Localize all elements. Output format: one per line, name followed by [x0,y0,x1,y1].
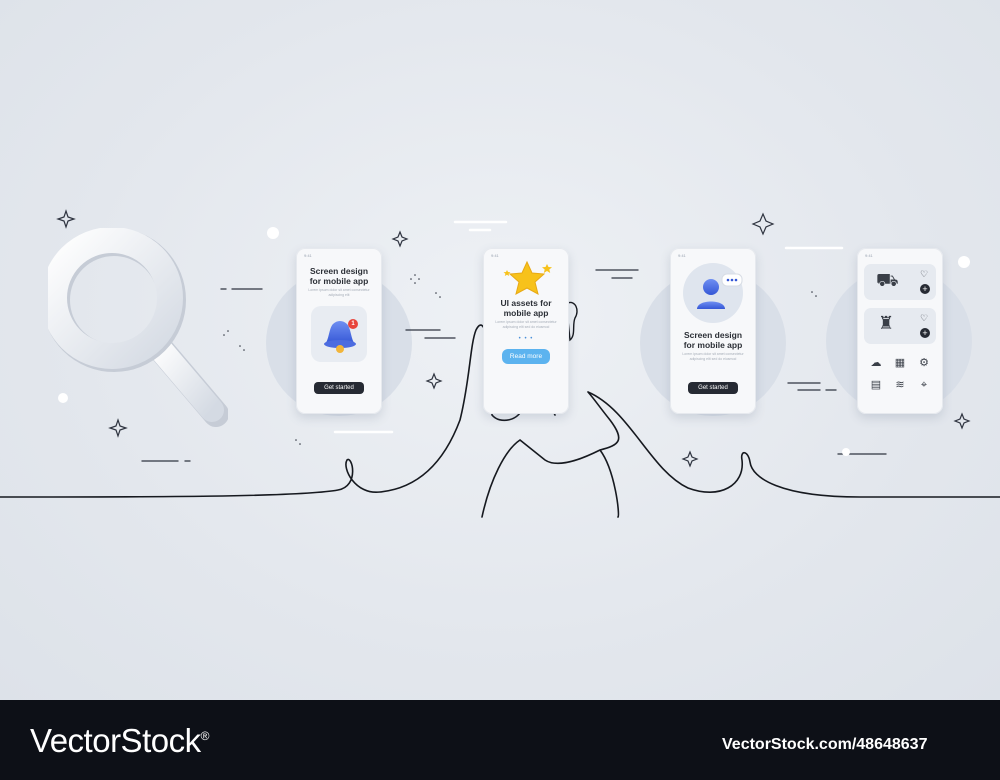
list-card[interactable]: ⛟ ♡ + [864,264,936,300]
status-time: 9:41 [678,253,686,258]
bell-card: 1 [311,306,367,362]
screen-title: Screen design for mobile app [676,330,750,350]
title-line: mobile app [503,308,549,318]
notification-badge: 1 [348,319,358,329]
phone-screen-4: 9:41 ⛟ ♡ + ♜ ♡ + ☁ ▦ ⚙ ▤ ≋ ⌖ [857,248,943,414]
list-card[interactable]: ♜ ♡ + [864,308,936,344]
avatar [683,263,743,323]
user-icon [697,279,725,309]
body-text: Lorem ipsum dolor sit amet consectetur a… [682,352,744,361]
location-pin-icon[interactable]: ⌖ [920,379,928,391]
page-indicator: • • • [518,336,534,342]
phone-screen-1: 9:41 Screen design for mobile app Lorem … [296,248,382,414]
registered-mark: ® [200,729,210,743]
get-started-button[interactable]: Get started [314,382,364,394]
brand-name: VectorStock [30,722,201,759]
phone-screen-2: 9:41 UI assets for mobile app Lorem ipsu… [483,248,569,414]
read-more-button[interactable]: Read more [502,349,550,364]
get-started-button[interactable]: Get started [688,382,738,394]
status-bar: 9:41 [865,253,935,258]
heart-icon[interactable]: ♡ [920,269,929,279]
title-line: Screen design [683,330,743,340]
status-bar: 9:41 [678,253,748,258]
magnifier-icon [48,228,228,427]
star-icon [503,260,552,295]
map-icon: ⛟ [876,270,899,290]
lighthouse-icon: ♜ [878,313,895,333]
title-line: for mobile app [309,276,369,286]
phone-screen-3: 9:41 Screen design for mobile app Lorem … [670,248,756,414]
body-text: Lorem ipsum dolor sit amet consectetur a… [495,320,557,329]
title-line: for mobile app [683,340,743,350]
heart-icon[interactable]: ♡ [920,313,929,323]
brand-logo: VectorStock® [30,722,209,760]
weather-icon[interactable]: ☁ [870,357,882,369]
building-icon[interactable]: ▦ [894,357,906,369]
gear-icon[interactable]: ⚙ [919,357,929,369]
footer-bar [0,700,1000,780]
body-text: Lorem ipsum dolor sit amet consectetur a… [308,288,370,297]
status-time: 9:41 [491,253,499,258]
status-time: 9:41 [304,253,312,258]
waves-icon[interactable]: ≋ [895,379,905,391]
plus-icon[interactable]: + [920,328,930,338]
status-time: 9:41 [865,253,873,258]
status-bar: 9:41 [304,253,374,258]
title-line: Screen design [309,266,369,276]
title-line: UI assets for [500,298,552,308]
screen-title: Screen design for mobile app [302,266,376,286]
status-bar: 9:41 [491,253,561,258]
stock-id: VectorStock.com/48648637 [722,736,928,753]
document-icon[interactable]: ▤ [870,379,882,391]
bell-icon [324,321,356,353]
chat-bubble-icon [721,273,743,287]
illustration-scene: 9:41 Screen design for mobile app Lorem … [0,0,1000,700]
plus-icon[interactable]: + [920,284,930,294]
screen-title: UI assets for mobile app [489,298,563,318]
